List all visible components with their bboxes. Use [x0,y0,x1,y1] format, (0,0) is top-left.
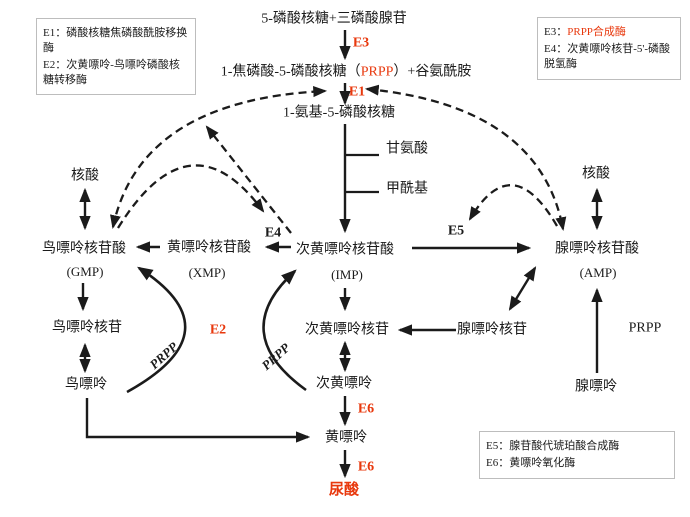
prpp-line-pre: 1-焦磷酸-5-磷酸核糖（ [220,64,361,80]
legend-key: E1： [43,27,67,39]
prpp-line-prpp: PRPP [360,64,394,80]
enzyme-e3-label: E3 [352,35,370,51]
enzyme-e6-upper-label: E6 [357,401,375,417]
node-amp: 腺嘌呤核苷酸 [555,241,639,257]
dashed-gmp-e1 [110,86,328,230]
dashed-gmp-e4 [117,164,265,229]
node-nucleic-acid-right: 核酸 [582,166,610,182]
node-formyl: 甲酰基 [386,181,428,197]
legend-entry-e5: E5：腺苷酸代琥珀酸合成酶 [486,439,668,454]
legend-text: 次黄嘌呤核苷-5'-磷酸脱氢酶 [544,42,671,70]
legend-entry-e2: E2：次黄嘌呤-鸟嘌呤磷酸核糖转移酶 [43,58,189,88]
dashed-amp-e1 [364,84,567,232]
node-guanine: 鸟嘌呤 [65,377,107,393]
label-prpp-adenine: PRPP [628,320,662,336]
legend-text: 磷酸核糖焦磷酸酰胺移换酶 [43,27,188,54]
node-substrates-top: 5-磷酸核糖+三磷酸腺苷 [261,11,407,27]
node-adenosine: 腺嘌呤核苷 [457,322,527,338]
legend-key: E3： [544,26,568,38]
arrow-to-imp [339,124,379,234]
prpp-line-post: ）+谷氨酰胺 [393,64,472,80]
arrow-guanine-to-xanthine [85,398,311,443]
enzyme-e2-label: E2 [209,322,227,338]
curve-hypoxanthine-salvage [262,269,307,392]
node-glycine: 甘氨酸 [386,141,428,157]
node-uric-acid: 尿酸 [328,481,360,498]
legend-key: E4： [544,42,568,55]
legend-e5-e6: E5：腺苷酸代琥珀酸合成酶 E6：黄嘌呤氧化酶 [479,431,675,479]
node-gmp-abbr: (GMP) [66,263,104,279]
node-hypoxanthine: 次黄嘌呤 [316,376,372,392]
legend-entry-e4: E4：次黄嘌呤核苷-5'-磷酸脱氢酶 [544,42,674,72]
node-gmp: 鸟嘌呤核苷酸 [42,241,126,257]
node-amp-abbr: (AMP) [579,264,617,280]
node-amino-ribose: 1-氨基-5-磷酸核糖 [283,105,395,121]
legend-text: 次黄嘌呤-鸟嘌呤磷酸核糖转移酶 [43,58,180,86]
legend-entry-e1: E1：磷酸核糖焦磷酸酰胺移换酶 [43,26,189,56]
curve-guanine-salvage [126,266,187,394]
legend-entry-e6: E6：黄嘌呤氧化酶 [486,456,668,471]
node-xanthine: 黄嘌呤 [325,430,367,446]
legend-text: PRPP合成酶 [567,26,626,38]
legend-key: E2： [43,58,67,71]
node-guanosine: 鸟嘌呤核苷 [52,320,122,336]
legend-key: E6： [486,456,510,469]
arrow-amp-adenosine [508,266,537,311]
enzyme-e6-lower-label: E6 [357,459,375,475]
legend-e1-e2: E1：磷酸核糖焦磷酸酰胺移换酶 E2：次黄嘌呤-鸟嘌呤磷酸核糖转移酶 [36,18,196,96]
node-nucleic-acid-left: 核酸 [71,168,99,184]
dashed-amp-e5 [468,184,558,227]
enzyme-e4-label: E4 [264,225,282,241]
dashed-imp-e1 [205,125,292,234]
node-prpp-line: 1-焦磷酸-5-磷酸核糖（PRPP）+谷氨酰胺 [221,64,472,79]
legend-e3-e4: E3：PRPP合成酶 E4：次黄嘌呤核苷-5'-磷酸脱氢酶 [537,17,681,80]
node-xmp: 黄嘌呤核苷酸 [167,240,251,256]
legend-text: 黄嘌呤氧化酶 [509,456,576,469]
node-inosine: 次黄嘌呤核苷 [305,322,389,338]
node-xmp-abbr: (XMP) [188,264,226,280]
node-adenine: 腺嘌呤 [575,379,617,395]
enzyme-e1-label: E1 [348,84,366,100]
node-imp-abbr: (IMP) [331,266,363,282]
legend-text: 腺苷酸代琥珀酸合成酶 [509,440,620,452]
legend-key: E5： [486,440,510,452]
legend-entry-e3: E3：PRPP合成酶 [544,25,674,40]
enzyme-e5-label: E5 [447,223,465,239]
node-imp: 次黄嘌呤核苷酸 [296,242,394,258]
